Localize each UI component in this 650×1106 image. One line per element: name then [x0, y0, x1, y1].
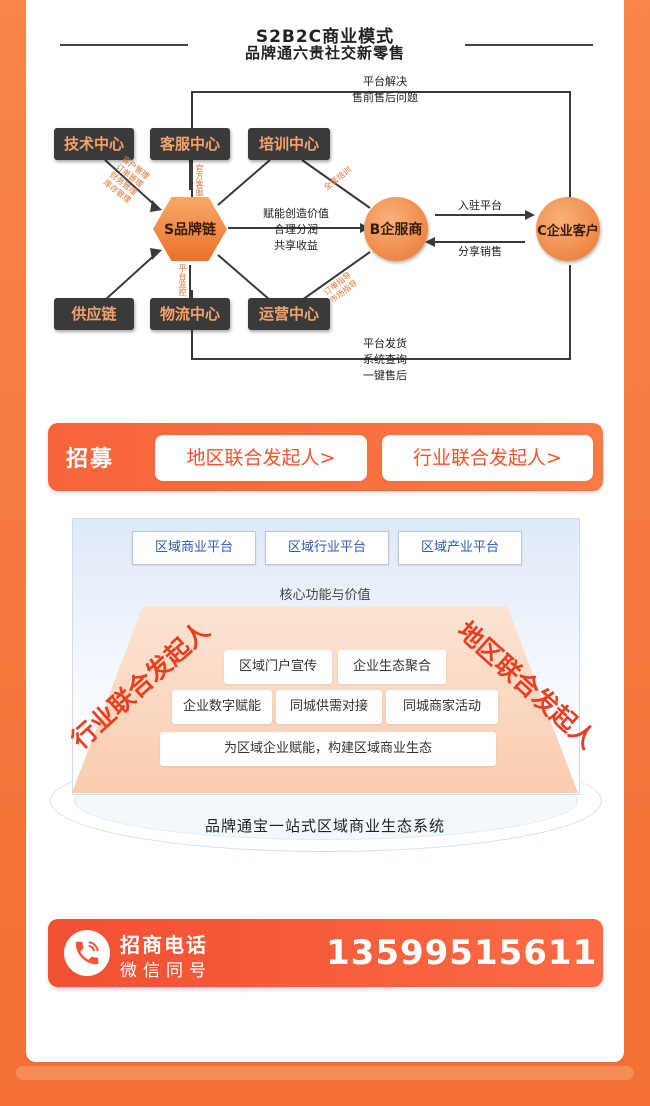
header-line-right [465, 44, 593, 46]
c-customer-node: C企业客户 [536, 197, 600, 261]
feature-supply-demand: 同城供需对接 [276, 690, 382, 724]
center-value-text: 赋能创造价值 合理分润 共享收益 [248, 206, 344, 254]
phone-icon[interactable] [64, 930, 110, 976]
bottom-loop-line-2: 系统查询 [363, 353, 407, 366]
page-subtitle: 品牌通六贵社交新零售 [244, 44, 405, 62]
box-service-center: 客服中心 [150, 128, 230, 160]
share-sales-label: 分享销售 [458, 245, 502, 258]
center-line-3: 共享收益 [274, 239, 318, 252]
feature-empower: 为区域企业赋能，构建区域商业生态 [160, 732, 496, 766]
bottom-loop-text: 平台发货 系统查询 一键售后 [340, 336, 430, 384]
contact-title: 招商电话 [120, 933, 208, 957]
box-logistics-center: 物流中心 [150, 298, 230, 330]
bottom-loop-line-3: 一键售后 [363, 369, 407, 382]
small-label-cs: 官方客服 [195, 164, 204, 196]
bottom-strip [16, 1066, 634, 1080]
top-loop-line-2: 售前售后问题 [352, 91, 418, 104]
enter-platform-label: 入驻平台 [458, 199, 502, 212]
feature-merchant-activity: 同城商家活动 [386, 690, 498, 724]
region-initiator-button[interactable]: 地区联合发起人> [155, 435, 367, 481]
center-line-2: 合理分润 [274, 223, 318, 236]
center-line-1: 赋能创造价值 [263, 207, 329, 220]
platform-graphic: 区域商业平台 区域行业平台 区域产业平台 核心功能与价值 区域门户宣传 企业生态… [50, 518, 602, 858]
small-label-monitor: 平台监控 [178, 264, 187, 296]
diagram-connectors [104, 91, 571, 360]
bottom-loop-line-1: 平台发货 [363, 337, 407, 350]
box-operations-center: 运营中心 [248, 298, 330, 330]
top-loop-line-1: 平台解决 [363, 75, 407, 88]
contact-phone-number[interactable]: 13599515611 [326, 933, 598, 973]
feature-portal: 区域门户宣传 [224, 650, 332, 684]
contact-subtitle: 微信同号 [120, 961, 212, 981]
recruit-label: 招募 [66, 447, 115, 472]
feature-digital: 企业数字赋能 [172, 690, 272, 724]
business-model-diagram: 技术中心 客服中心 培训中心 供应链 物流中心 运营中心 S品牌链 B企服商 C… [40, 60, 600, 390]
box-training-center: 培训中心 [248, 128, 330, 160]
platform-box-industry: 区域行业平台 [265, 531, 389, 565]
contact-banner: 招商电话 微信同号 13599515611 [48, 919, 603, 987]
core-value-label: 核心功能与价值 [279, 588, 371, 603]
box-supply-chain: 供应链 [54, 298, 134, 330]
b-service-node: B企服商 [364, 197, 428, 261]
box-tech-center: 技术中心 [54, 128, 134, 160]
top-loop-text: 平台解决 售前售后问题 [340, 74, 430, 106]
platform-box-production: 区域产业平台 [398, 531, 522, 565]
recruit-banner: 招募 地区联合发起人> 行业联合发起人> [48, 423, 603, 491]
platform-caption: 品牌通宝一站式区域商业生态系统 [204, 817, 445, 835]
platform-box-commerce: 区域商业平台 [132, 531, 256, 565]
phone-icon-glyph [75, 941, 99, 965]
feature-ecosystem: 企业生态聚合 [338, 650, 446, 684]
page-title: S2B2C商业模式 [255, 27, 395, 47]
header-line-left [60, 44, 188, 46]
industry-initiator-button[interactable]: 行业联合发起人> [382, 435, 593, 481]
